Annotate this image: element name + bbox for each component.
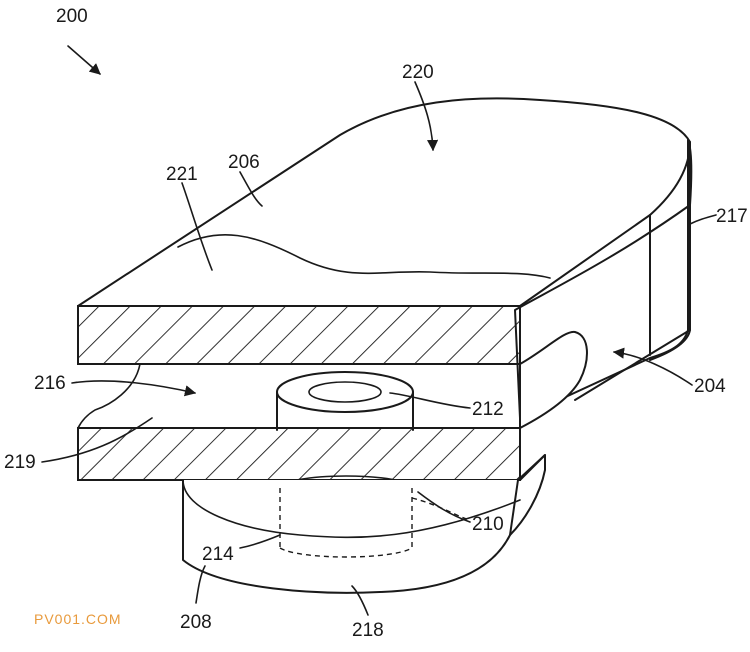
leader-210: [417, 491, 471, 523]
leader-218: [351, 585, 369, 616]
label-206: 206: [228, 152, 260, 173]
leader-217: [689, 214, 717, 225]
pedestal-right-edge: [509, 454, 546, 536]
leader-206: [239, 171, 263, 207]
hidden-cylinder-bottom: [279, 547, 413, 558]
watermark: PV001.COM: [34, 611, 122, 627]
arrow-216: [71, 380, 197, 397]
upper-plate: [77, 305, 521, 365]
arrow-200: [67, 45, 101, 75]
label-216: 216: [34, 373, 66, 394]
label-208: 208: [180, 612, 212, 633]
label-214: 214: [202, 544, 234, 565]
leader-214: [239, 534, 281, 549]
label-218: 218: [352, 620, 384, 641]
arrow-220: [414, 81, 439, 152]
label-204: 204: [694, 376, 726, 397]
leader-212: [389, 392, 471, 409]
side-lobe: [519, 330, 588, 429]
label-210: 210: [472, 514, 504, 535]
wavy-surface-line: [177, 233, 551, 279]
label-220: 220: [402, 62, 434, 83]
label-221: 221: [166, 164, 198, 185]
label-219: 219: [4, 452, 36, 473]
label-217: 217: [716, 206, 748, 227]
lower-plate: [77, 427, 521, 481]
arrow-204: [612, 347, 693, 386]
label-200: 200: [56, 6, 88, 27]
leader-219: [41, 417, 153, 463]
pedestal-top-curve: [182, 479, 521, 539]
cylinder-bore: [308, 381, 382, 403]
upper-body-outline: [77, 97, 691, 307]
cylinder-top: [276, 371, 414, 413]
hidden-pedestal-line: [411, 497, 471, 521]
lobe-connection: [574, 329, 691, 401]
front-opening-edge: [77, 363, 141, 429]
leader-208: [195, 565, 206, 604]
label-212: 212: [472, 399, 504, 420]
leader-221: [181, 182, 213, 271]
